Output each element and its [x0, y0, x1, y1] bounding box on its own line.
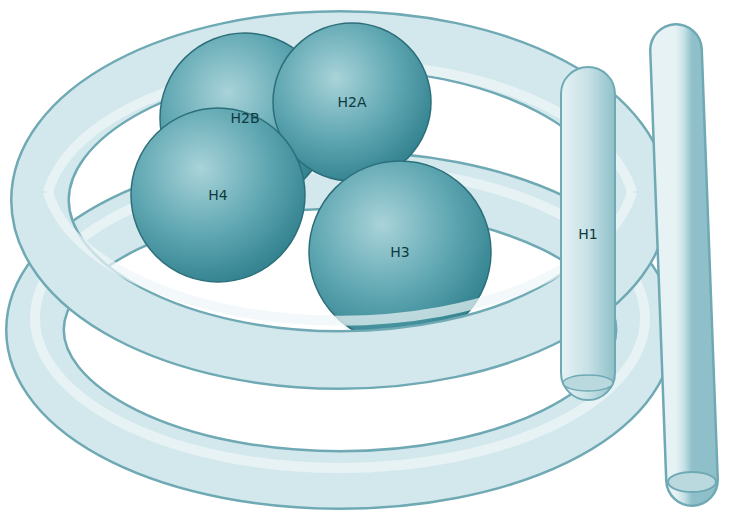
histone-label: H1: [578, 226, 597, 242]
histone-label: H4: [208, 187, 227, 203]
histone-sphere: H4: [130, 107, 306, 283]
histone-label: H3: [390, 244, 409, 260]
histone-rod: H1: [560, 66, 616, 401]
histone-label: H2A: [337, 94, 366, 110]
sphere-fill: [131, 108, 305, 282]
histone-label: H2B: [230, 110, 259, 126]
rod-fill: [561, 67, 615, 400]
rod-end: [563, 375, 613, 391]
sphere-fill: [309, 161, 491, 343]
